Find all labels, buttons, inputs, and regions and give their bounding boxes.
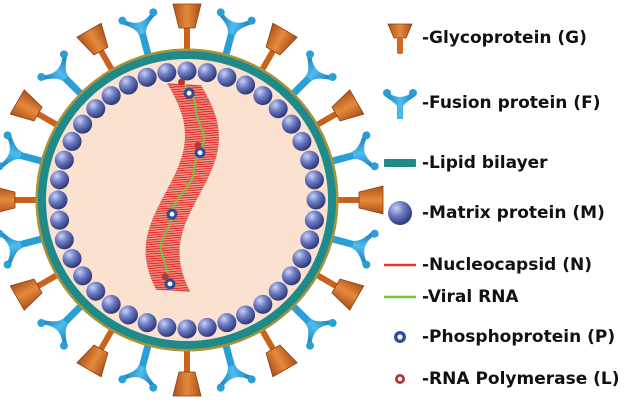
legend-item-matrix-protein: -Matrix protein (M): [382, 195, 627, 231]
legend-label-phosphoprotein: -Phosphoprotein (P): [422, 327, 616, 347]
rna-polymerase-marker: [161, 273, 169, 281]
legend-label-nucleocapsid: -Nucleocapsid (N): [422, 255, 593, 275]
matrix-protein: [101, 294, 121, 314]
matrix-protein-icon: [388, 201, 412, 225]
matrix-protein: [217, 313, 237, 333]
matrix-protein: [50, 170, 70, 190]
rna-polymerase-marker: [178, 78, 186, 86]
glycoprotein-icon: [387, 23, 413, 54]
rna-polymerase-marker: [194, 142, 202, 150]
viral-rna: [159, 84, 205, 291]
fusion-protein-spike: [118, 8, 158, 60]
lipid-bilayer-outer: [35, 48, 339, 352]
lipid-bilayer-icon: [384, 159, 416, 167]
glycoprotein-spike: [0, 185, 41, 215]
matrix-protein: [137, 313, 157, 333]
glycoprotein-spike: [172, 3, 202, 54]
matrix-protein: [236, 75, 256, 95]
glycoprotein-spike: [333, 185, 384, 215]
matrix-protein: [54, 150, 74, 170]
nucleocapsid-icon: [384, 263, 416, 267]
matrix-protein: [157, 63, 177, 83]
matrix-protein: [73, 114, 93, 134]
matrix-protein: [62, 249, 82, 269]
legend-item-lipid-bilayer: -Lipid bilayer: [382, 145, 627, 181]
matrix-protein: [217, 67, 237, 87]
legend-item-nucleocapsid: -Nucleocapsid (N): [382, 247, 627, 283]
matrix-protein: [281, 114, 301, 134]
legend-item-phosphoprotein: -Phosphoprotein (P): [382, 319, 627, 355]
fusion-protein-spike: [118, 340, 158, 392]
fusion-protein-spike: [327, 229, 379, 269]
legend-label-glycoprotein: -Glycoprotein (G): [422, 28, 587, 48]
phosphoprotein-icon: [394, 331, 406, 343]
matrix-protein: [177, 61, 197, 81]
matrix-protein: [118, 305, 138, 325]
legend-label-rna-polymerase: -RNA Polymerase (L): [422, 369, 620, 389]
legend-label-lipid-bilayer: -Lipid bilayer: [422, 153, 548, 173]
matrix-protein: [118, 75, 138, 95]
matrix-protein: [253, 86, 273, 106]
fusion-protein-spike: [327, 131, 379, 171]
matrix-protein: [86, 281, 106, 301]
legend-label-viral-rna: -Viral RNA: [422, 287, 519, 307]
matrix-protein: [304, 210, 324, 230]
matrix-protein: [268, 281, 288, 301]
lipid-bilayer: [38, 51, 336, 349]
matrix-protein: [86, 99, 106, 119]
matrix-protein: [306, 190, 326, 210]
matrix-protein: [300, 150, 320, 170]
matrix-protein: [292, 249, 312, 269]
matrix-protein: [281, 266, 301, 286]
matrix-protein: [101, 86, 121, 106]
matrix-protein: [253, 294, 273, 314]
matrix-protein: [50, 210, 70, 230]
legend-item-glycoprotein: -Glycoprotein (G): [382, 20, 627, 56]
legend-item-fusion-protein: -Fusion protein (F): [382, 85, 627, 121]
matrix-protein: [300, 230, 320, 250]
rna-polymerase-icon: [395, 374, 405, 384]
fusion-protein-spike: [216, 8, 256, 60]
fusion-protein-spike: [0, 229, 47, 269]
matrix-protein: [137, 67, 157, 87]
fusion-protein-icon: [383, 89, 417, 119]
matrix-protein: [54, 230, 74, 250]
legend-item-viral-rna: -Viral RNA: [382, 279, 627, 315]
fusion-protein-spike: [0, 131, 47, 171]
matrix-protein: [73, 266, 93, 286]
viral-rna-icon: [384, 295, 416, 299]
matrix-protein: [268, 99, 288, 119]
fusion-protein-spike: [216, 340, 256, 392]
legend-label-matrix-protein: -Matrix protein (M): [422, 203, 605, 223]
legend-label-fusion-protein: -Fusion protein (F): [422, 93, 601, 113]
matrix-protein: [62, 131, 82, 151]
matrix-protein: [236, 305, 256, 325]
matrix-protein: [304, 170, 324, 190]
matrix-protein-ring: [48, 61, 326, 339]
matrix-protein: [197, 317, 217, 337]
matrix-protein: [157, 317, 177, 337]
matrix-protein: [177, 319, 197, 339]
matrix-protein: [197, 63, 217, 83]
matrix-protein: [292, 131, 312, 151]
glycoprotein-spike: [172, 346, 202, 397]
legend-item-rna-polymerase: -RNA Polymerase (L): [382, 361, 627, 397]
capsid-markers: [161, 78, 206, 290]
matrix-protein: [48, 190, 68, 210]
